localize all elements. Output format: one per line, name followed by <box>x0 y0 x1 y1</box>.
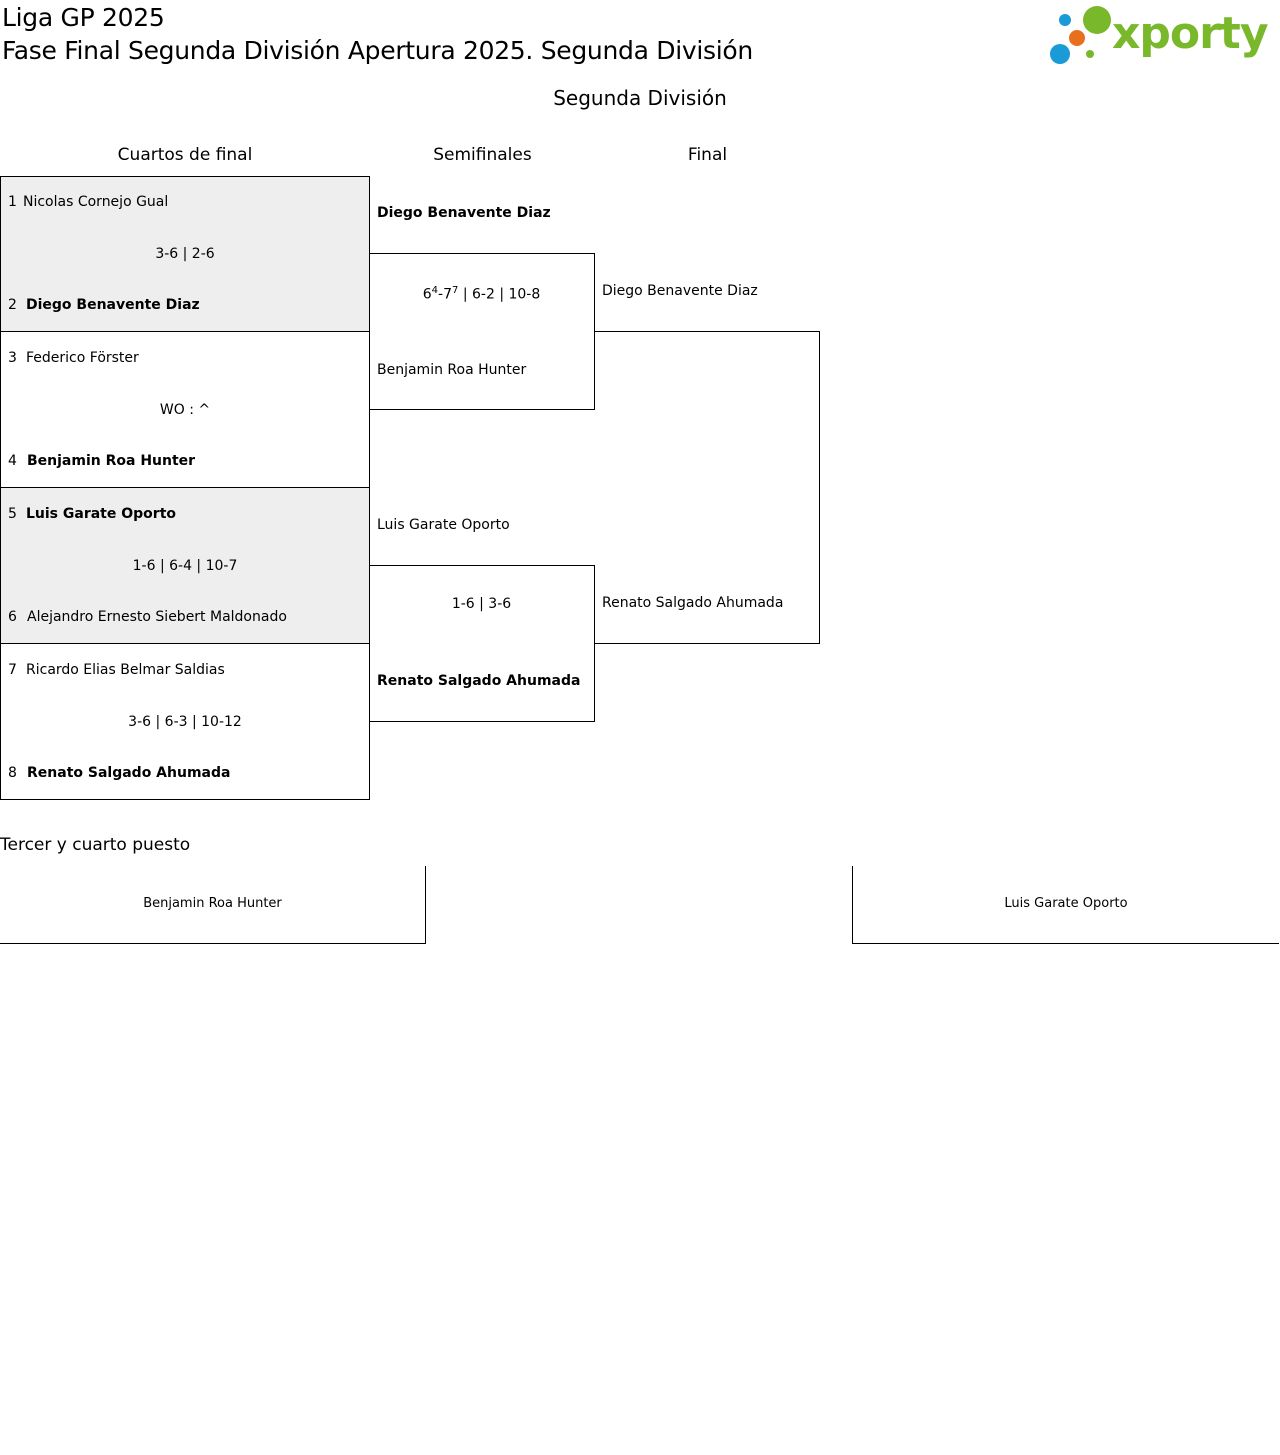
round-title-final: Final <box>687 145 728 165</box>
player-name: Federico Förster <box>26 350 139 366</box>
match-score: 64-77 | 6-2 | 10-8 <box>369 285 594 303</box>
semifinal-2-bottom-player: Renato Salgado Ahumada <box>377 673 581 689</box>
player-name-winner: Renato Salgado Ahumada <box>27 765 231 781</box>
seed-number: 5 <box>8 506 17 522</box>
division-title: Segunda División <box>553 86 727 110</box>
semifinal-match-1[interactable]: 64-77 | 6-2 | 10-8 Benjamin Roa Hunter <box>369 253 595 410</box>
page-title: Fase Final Segunda División Apertura 202… <box>2 36 753 65</box>
round-title-quarterfinals: Cuartos de final <box>117 145 253 165</box>
seed-number: 4 <box>8 453 17 469</box>
quarterfinal-match-3[interactable]: 5 Luis Garate Oporto 1-6 | 6-4 | 10-7 6 … <box>0 487 370 644</box>
round-title-semifinals: Semifinales <box>433 145 532 165</box>
third-place-right-player: Luis Garate Oporto <box>1004 896 1128 911</box>
logo-blue-small-dot <box>1059 14 1071 26</box>
seed-number: 2 <box>8 297 17 313</box>
tiebreak-b: 7 <box>452 285 459 296</box>
seed-number: 1 <box>8 194 17 210</box>
seed-number: 8 <box>8 765 17 781</box>
tiebreak-a: 4 <box>431 285 439 296</box>
final-top-player: Diego Benavente Diaz <box>602 283 758 299</box>
player-name: Nicolas Cornejo Gual <box>23 194 169 210</box>
seed-number: 6 <box>8 609 17 625</box>
logo-orange-dot <box>1069 30 1085 46</box>
final-bottom-player: Renato Salgado Ahumada <box>602 595 784 611</box>
xporty-logo: xporty <box>1050 4 1274 66</box>
player-name: Ricardo Elias Belmar Saldias <box>26 662 225 678</box>
player-name-winner: Luis Garate Oporto <box>26 506 177 522</box>
third-place-left-player: Benjamin Roa Hunter <box>143 896 282 911</box>
match-score: 3-6 | 6-3 | 10-12 <box>128 714 242 730</box>
match-score: 1-6 | 6-4 | 10-7 <box>132 558 238 574</box>
score-set1-a: 6 <box>422 286 432 303</box>
player-name: Alejandro Ernesto Siebert Maldonado <box>27 609 287 625</box>
logo-wordmark: xporty <box>1112 8 1269 59</box>
semifinal-1-top-player: Diego Benavente Diaz <box>377 205 551 221</box>
score-rest: | 6-2 | 10-8 <box>458 286 541 303</box>
semifinal-match-2[interactable]: 1-6 | 3-6 Renato Salgado Ahumada <box>369 565 595 722</box>
score-set1-b: 7 <box>443 286 453 303</box>
match-score: 1-6 | 3-6 <box>451 596 512 612</box>
third-place-right-slot[interactable]: Luis Garate Oporto <box>852 866 1279 944</box>
third-place-title: Tercer y cuarto puesto <box>0 835 191 855</box>
final-match[interactable]: Renato Salgado Ahumada <box>594 331 820 644</box>
seed-number: 7 <box>8 662 17 678</box>
score-separator: - <box>438 286 444 303</box>
semifinal-2-top-player: Luis Garate Oporto <box>377 517 510 533</box>
player-name-winner: Benjamin Roa Hunter <box>27 453 196 469</box>
player-name-winner: Diego Benavente Diaz <box>26 297 200 313</box>
logo-green-small-dot <box>1086 50 1094 58</box>
match-score: 3-6 | 2-6 <box>155 246 215 262</box>
seed-number: 3 <box>8 350 17 366</box>
logo-green-dot <box>1083 6 1111 34</box>
league-title: Liga GP 2025 <box>2 3 165 32</box>
quarterfinal-match-1[interactable]: 1 Nicolas Cornejo Gual 3-6 | 2-6 2 Diego… <box>0 176 370 332</box>
semifinal-1-bottom-player: Benjamin Roa Hunter <box>377 362 527 378</box>
quarterfinal-match-2[interactable]: 3 Federico Förster WO : ^ 4 Benjamin Roa… <box>0 331 370 488</box>
third-place-left-slot[interactable]: Benjamin Roa Hunter <box>0 866 426 944</box>
quarterfinal-match-4[interactable]: 7 Ricardo Elias Belmar Saldias 3-6 | 6-3… <box>0 643 370 800</box>
match-score: WO : ^ <box>159 402 211 418</box>
logo-blue-dot <box>1050 44 1070 64</box>
